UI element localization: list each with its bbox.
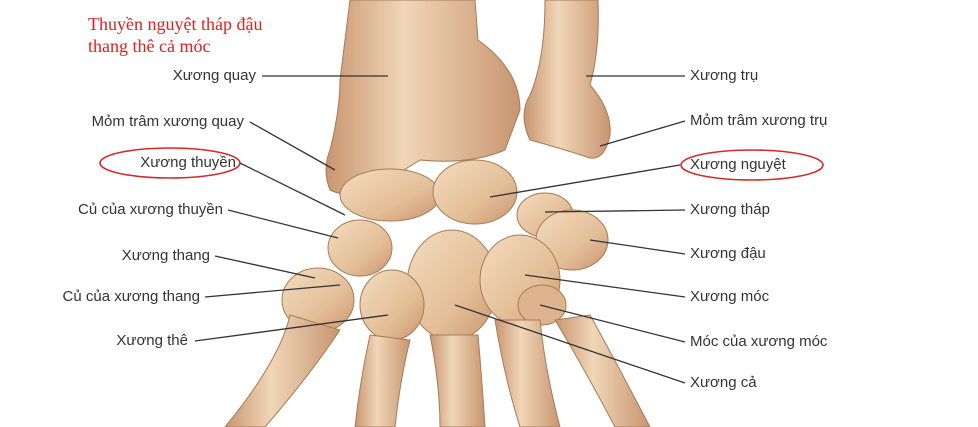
scaphoid-tubercle-bone [327, 219, 393, 277]
label-lunate: Xương nguyệt [690, 156, 786, 173]
metacarpal-4 [494, 319, 561, 427]
label-radius: Xương quay [172, 67, 256, 84]
scaphoid-highlight-circle [99, 147, 241, 179]
lunate-bone [432, 159, 518, 225]
label-pisiform: Xương đậu [690, 245, 766, 262]
metacarpal-5 [554, 314, 651, 427]
label-trapezium: Xương thang [121, 247, 210, 264]
label-ulna: Xương trụ [690, 67, 759, 84]
label-radial-styloid: Mỏm trâm xương quay [91, 113, 244, 130]
label-hook-of-hamate: Móc của xương móc [690, 333, 828, 350]
lunate-highlight-circle [680, 149, 824, 181]
metacarpal-3 [429, 334, 486, 427]
label-trapezoid: Xương thê [116, 332, 188, 349]
mnemonic-line-2: thang thê cả móc [88, 36, 211, 56]
trapezoid-bone [359, 269, 425, 341]
label-triquetrum: Xương tháp [690, 201, 770, 218]
metacarpal-2 [354, 334, 411, 427]
label-scaphoid: Xương thuyền [140, 154, 236, 171]
metacarpal-1 [224, 314, 341, 427]
label-hamate: Xương móc [690, 288, 770, 305]
label-ulnar-styloid: Mỏm trâm xương trụ [690, 112, 828, 129]
mnemonic-line-1: Thuyền nguyệt tháp đậu [88, 14, 263, 34]
label-trapezium-tubercle: Củ của xương thang [62, 288, 200, 305]
mnemonic-note: Thuyền nguyệt tháp đậu thang thê cả móc [88, 13, 262, 57]
ulna-bone [523, 0, 611, 159]
label-scaphoid-tubercle: Củ của xương thuyền [78, 201, 223, 218]
label-capitate: Xương cả [690, 374, 757, 391]
leader-lines-left [194, 75, 389, 342]
scaphoid-bone [339, 168, 441, 222]
leader-lines-right [454, 75, 686, 384]
